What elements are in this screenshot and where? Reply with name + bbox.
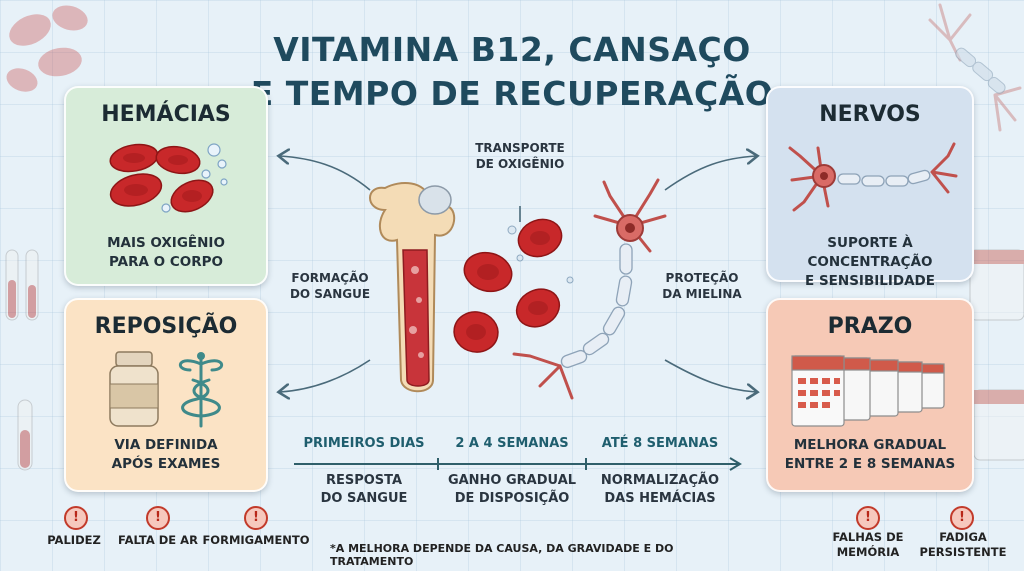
background-calendar-decoration (969, 249, 1024, 461)
card-reposicao-line-1: VIA DEFINIDA (114, 437, 218, 453)
label-transporte-line-1: TRANSPORTE (475, 141, 565, 155)
card-reposicao-text: VIA DEFINIDA APÓS EXAMES (66, 436, 266, 474)
label-protecao-line-1: PROTEÇÃO (665, 271, 739, 285)
background-test-tubes-decoration (5, 249, 39, 471)
symptom-fadiga-persistente: FADIGA PERSISTENTE (918, 530, 1008, 560)
card-prazo-line-2: ENTRE 2 E 8 SEMANAS (784, 456, 956, 472)
footnote: *A MELHORA DEPENDE DA CAUSA, DA GRAVIDAD… (330, 542, 674, 568)
bone-marrow-icon (369, 182, 456, 393)
arrow-to-reposicao (280, 359, 371, 392)
neuron-icon (788, 142, 958, 212)
timeline-head-2: 2 A 4 SEMANAS (455, 436, 569, 451)
card-hemacias-line-1: MAIS OXIGÊNIO (107, 235, 225, 251)
card-hemacias-line-2: PARA O CORPO (109, 254, 223, 270)
page-title-line-2: E TEMPO DE RECUPERAÇÃO (250, 74, 774, 113)
red-blood-cells-icon (453, 218, 574, 353)
timeline-text-1-line-1: RESPOSTA (325, 473, 403, 488)
caduceus-icon (178, 352, 224, 428)
timeline-text-1: RESPOSTA DO SANGUE (292, 472, 436, 508)
card-nervos-line-1: SUPORTE À CONCENTRAÇÃO (807, 235, 933, 270)
label-protecao: PROTEÇÃO DA MIELINA (652, 270, 752, 302)
symptom-formigamento-line-1: FORMIGAMENTO (202, 533, 310, 547)
background-neuron-decoration (928, 3, 1022, 132)
red-blood-cells-icon (109, 143, 228, 213)
timeline-text-3-line-1: NORMALIZAÇÃO (600, 473, 720, 488)
card-prazo-line-1: MELHORA GRADUAL (793, 437, 947, 453)
warning-icon: ! (64, 506, 88, 530)
warning-icon: ! (244, 506, 268, 530)
symptom-formigamento: FORMIGAMENTO (200, 533, 312, 548)
timeline-head-1: PRIMEIROS DIAS (303, 436, 425, 451)
label-formacao-line-1: FORMAÇÃO (291, 271, 369, 285)
symptom-palidez-line-1: PALIDEZ (47, 533, 101, 547)
card-hemacias: HEMÁCIAS MAIS OXIGÊNIO PARA O CORPO (64, 86, 268, 286)
timeline-text-3: NORMALIZAÇÃO DAS HEMÁCIAS (588, 472, 732, 508)
page-title-line-1: VITAMINA B12, CANSAÇO (273, 30, 751, 69)
card-nervos-text: SUPORTE À CONCENTRAÇÃO E SENSIBILIDADE (768, 234, 972, 291)
calendars-icon (791, 355, 945, 427)
background-blood-cells-decoration (6, 5, 88, 92)
card-reposicao-line-2: APÓS EXAMES (111, 456, 221, 472)
symptom-fadiga-persistente-line-1: FADIGA (939, 530, 987, 544)
timeline-text-1-line-2: DO SANGUE (320, 491, 408, 506)
symptom-palidez: PALIDEZ (34, 533, 114, 548)
symptom-falhas-de-memoria: FALHAS DE MEMÓRIA (826, 530, 910, 560)
symptom-falhas-de-memoria-line-2: MEMÓRIA (836, 545, 900, 559)
pill-bottle-icon (109, 351, 159, 427)
label-transporte-line-2: DE OXIGÊNIO (475, 157, 565, 171)
symptom-fadiga-persistente-line-2: PERSISTENTE (919, 545, 1007, 559)
symptom-falta-de-ar-line-1: FALTA DE AR (118, 533, 198, 547)
timeline-text-2-line-1: GANHO GRADUAL (447, 473, 577, 488)
card-prazo-title: PRAZO (827, 314, 913, 339)
arrow-to-hemacias (280, 156, 371, 191)
timeline-text-2-line-2: DE DISPOSIÇÃO (454, 491, 570, 506)
neuron-icon (512, 178, 667, 400)
card-prazo-text: MELHORA GRADUAL ENTRE 2 E 8 SEMANAS (768, 436, 972, 474)
warning-icon: ! (856, 506, 880, 530)
timeline-head-3: ATÉ 8 SEMANAS (601, 436, 719, 451)
warning-icon: ! (146, 506, 170, 530)
page-title: VITAMINA B12, CANSAÇO E TEMPO DE RECUPER… (230, 28, 794, 116)
warning-icon: ! (950, 506, 974, 530)
label-transporte: TRANSPORTE DE OXIGÊNIO (462, 140, 578, 172)
card-reposicao: REPOSIÇÃO VIA DEFINIDA APÓS EXAMES (64, 298, 268, 492)
card-prazo: PRAZO MELHORA GRADUAL ENTRE 2 E 8 SEMANA… (766, 298, 974, 492)
arrow-to-prazo (664, 359, 756, 392)
symptom-falhas-de-memoria-line-1: FALHAS DE (832, 530, 904, 544)
card-nervos-title: NERVOS (819, 102, 921, 127)
label-protecao-line-2: DA MIELINA (662, 287, 742, 301)
timeline-text-3-line-2: DAS HEMÁCIAS (604, 491, 716, 506)
symptom-falta-de-ar: FALTA DE AR (116, 533, 200, 548)
label-formacao: FORMAÇÃO DO SANGUE (280, 270, 380, 302)
timeline-text-2: GANHO GRADUAL DE DISPOSIÇÃO (440, 472, 584, 508)
card-nervos-line-2: E SENSIBILIDADE (805, 273, 935, 289)
card-reposicao-title: REPOSIÇÃO (94, 314, 238, 339)
timeline-line (294, 457, 742, 471)
card-nervos: NERVOS SUPORTE À CONCENTRAÇÃO E SENSIBIL… (766, 86, 974, 289)
card-hemacias-text: MAIS OXIGÊNIO PARA O CORPO (66, 234, 266, 272)
arrow-to-nervos (664, 156, 756, 191)
label-formacao-line-2: DO SANGUE (289, 287, 371, 301)
card-hemacias-title: HEMÁCIAS (101, 102, 231, 127)
